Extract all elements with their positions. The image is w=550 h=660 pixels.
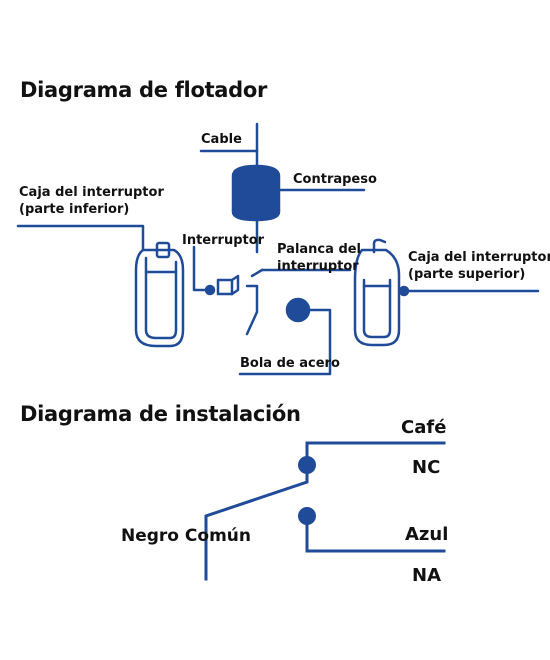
switch-dot	[204, 284, 216, 296]
switch-label: Interruptor	[182, 233, 265, 248]
common-wire-label: Negro Común	[121, 526, 251, 546]
wire-azul	[305, 522, 446, 553]
switch-contact	[216, 278, 234, 296]
counterweight-shape	[231, 164, 281, 222]
wire-cafe-label: Café	[401, 417, 447, 438]
upper-switch-box	[353, 238, 401, 347]
lower-switch-box	[134, 241, 185, 348]
cable-label: Cable	[201, 132, 242, 147]
contact-na-label: NA	[412, 565, 441, 586]
lower-box-label: Caja del interruptor (parte inferior)	[19, 185, 164, 217]
wire-common	[204, 470, 309, 581]
steel-ball-label: Bola de acero	[240, 356, 340, 371]
lever-label: Palanca del interruptor	[277, 242, 362, 274]
wire-azul-label: Azul	[405, 524, 449, 545]
upper-box-label: Caja del interruptor (parte superior)	[408, 250, 550, 282]
switch-lever	[245, 284, 259, 336]
float-diagram-title: Diagrama de flotador	[20, 78, 268, 102]
lower-box-leader	[16, 224, 145, 252]
contact-na-dot	[298, 507, 316, 525]
steel-ball-leader	[238, 308, 332, 376]
install-diagram-title: Diagrama de instalación	[20, 402, 301, 426]
contact-nc-dot	[298, 456, 316, 474]
counterweight-label: Contrapeso	[293, 172, 377, 187]
contact-nc-label: NC	[412, 457, 441, 478]
